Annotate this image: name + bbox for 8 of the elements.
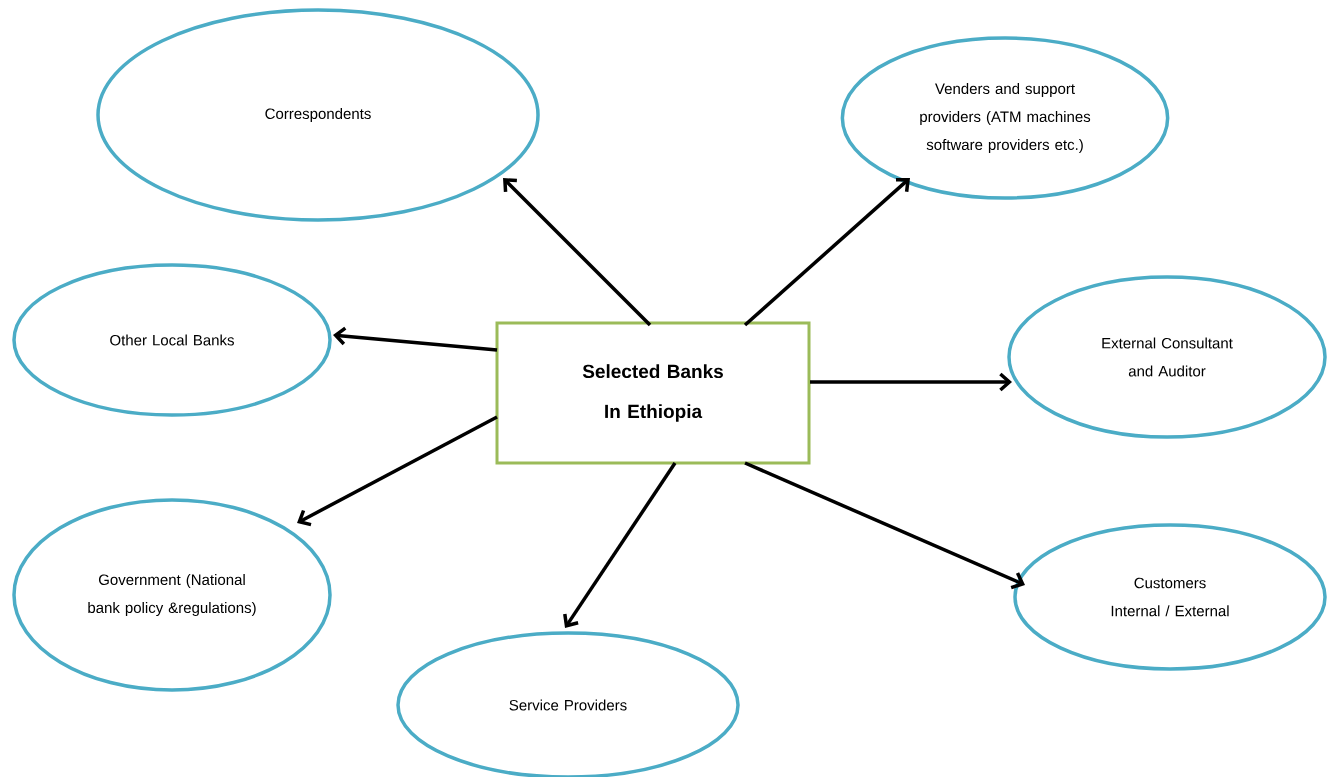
arrow (333, 326, 498, 352)
arrow (503, 178, 652, 327)
arrow (810, 372, 1012, 392)
arrow (743, 178, 910, 327)
arrow (297, 415, 498, 527)
arrow (563, 462, 677, 628)
arrow (744, 461, 1025, 590)
center-box: Selected Banks In Ethiopia (495, 321, 811, 465)
